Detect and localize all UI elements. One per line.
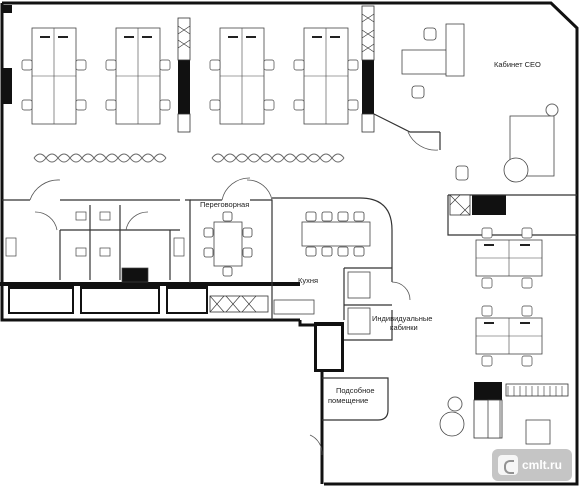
restroom-fixtures xyxy=(5,211,185,283)
meeting-table xyxy=(203,211,253,277)
booth-furniture xyxy=(347,271,371,335)
chairs xyxy=(21,59,533,367)
room-label-utility-line2: помещение xyxy=(328,396,369,405)
monitors xyxy=(40,36,530,324)
room-label-booths-line2: кабинки xyxy=(390,323,418,332)
room-label-utility-line1: Подсобное xyxy=(336,386,375,395)
planter-rows xyxy=(33,103,559,412)
room-label-ceo: Кабинет CEO xyxy=(494,60,541,69)
room-label-booths-line1: Индивидуальные xyxy=(372,314,433,323)
room-label-kitchen: Кухня xyxy=(298,276,319,285)
watermark-text: cmlt.ru xyxy=(522,458,563,472)
door-swings xyxy=(29,131,439,456)
ceo-furniture xyxy=(401,23,555,445)
partitions xyxy=(2,113,577,421)
room-label-meeting: Переговорная xyxy=(200,200,250,209)
watermark-logo-icon xyxy=(498,455,518,475)
watermark: cmlt.ru xyxy=(492,449,572,481)
kitchen-furniture xyxy=(273,211,371,315)
